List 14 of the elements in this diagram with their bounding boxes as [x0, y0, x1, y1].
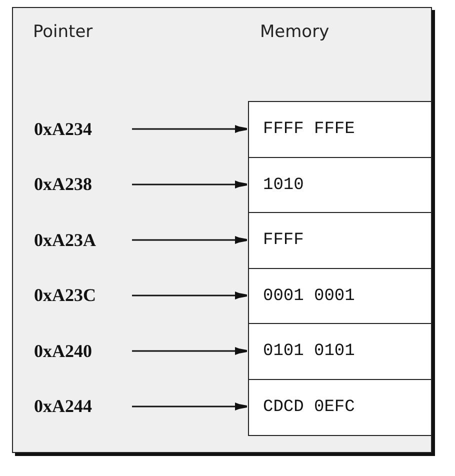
- pointer-address: 0xA234: [34, 117, 132, 141]
- memory-cell: 0001 0001: [248, 268, 432, 324]
- pointer-address: 0xA238: [34, 172, 132, 196]
- pointer-address: 0xA240: [34, 339, 132, 363]
- pointer-address: 0xA244: [34, 394, 132, 418]
- memory-cell: 0101 0101: [248, 323, 432, 380]
- column-heading: Memory: [260, 22, 330, 42]
- memory-cell: FFFF: [248, 212, 432, 269]
- memory-cell: 1010: [248, 156, 432, 214]
- memory-cell: CDCD 0EFC: [248, 378, 432, 436]
- pointer-address: 0xA23C: [34, 284, 132, 308]
- pointer-address: 0xA23A: [34, 228, 132, 252]
- memory-cell: FFFF FFFE: [248, 101, 432, 158]
- column-heading: Pointer: [33, 22, 93, 42]
